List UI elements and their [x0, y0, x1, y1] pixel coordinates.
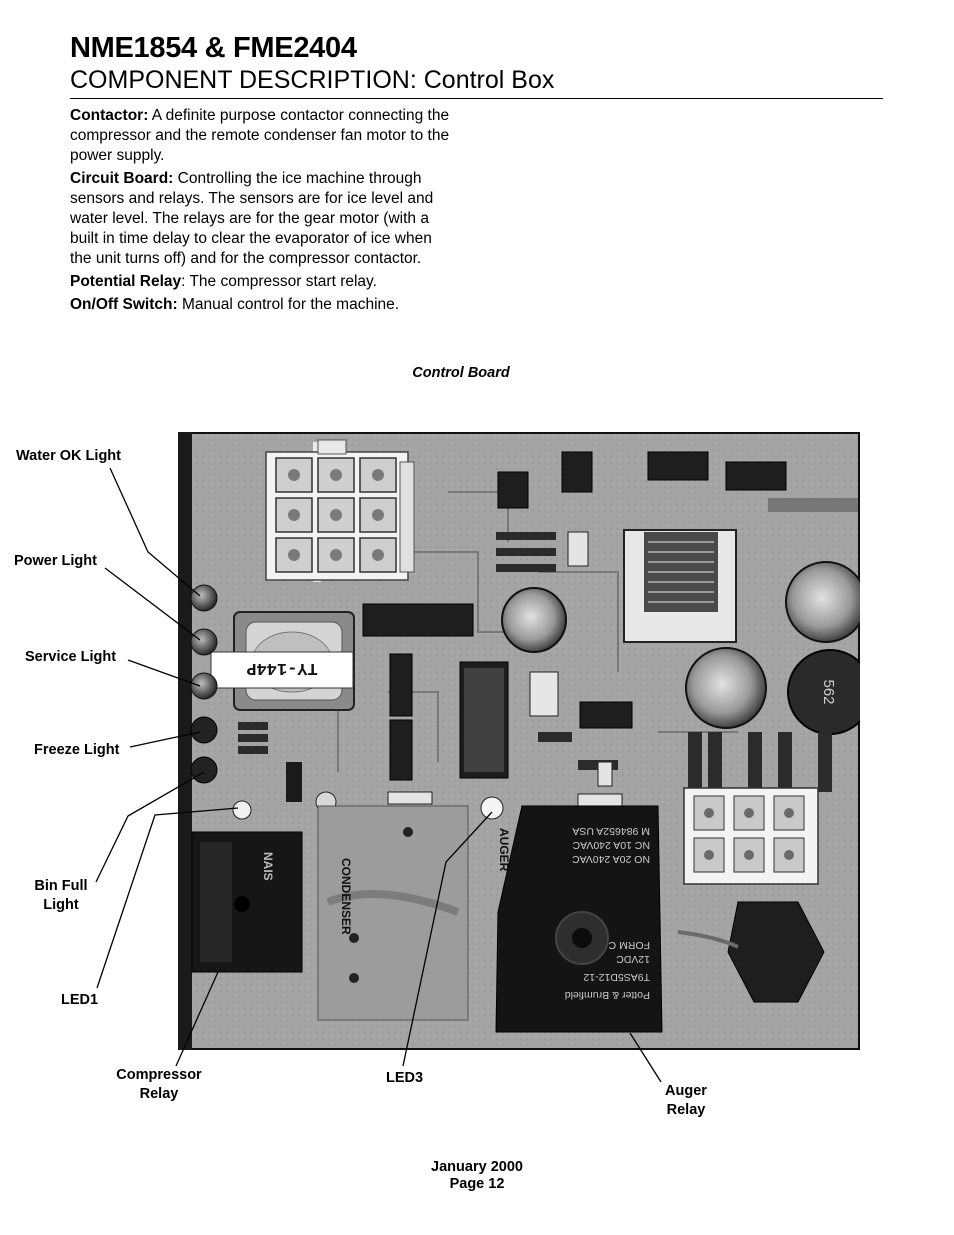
- callout-compressor-line1: Compressor: [116, 1067, 202, 1083]
- callout-bin-full-line1: Bin Full: [34, 878, 88, 894]
- page-title: NME1854 & FME2404: [70, 32, 357, 64]
- callout-freeze-light: Freeze Light: [34, 742, 120, 758]
- compressor-relay-body: NAIS: [191, 831, 303, 973]
- description-potential-relay: Potential Relay: The compressor start re…: [70, 272, 450, 292]
- callout-power-light: Power Light: [14, 553, 97, 569]
- text-onoff-switch: Manual control for the machine.: [177, 296, 400, 313]
- callout-auger-line1: Auger: [665, 1083, 707, 1099]
- callout-auger-line2: Relay: [666, 1102, 706, 1118]
- figure-caption: Control Board: [412, 365, 510, 381]
- relay-model: T9AS5D12-12: [583, 971, 650, 983]
- auger-relay-body: Potter & Brumfield T9AS5D12-12 12VDC FOR…: [495, 805, 663, 1033]
- callout-bin-full-line2: Light: [43, 897, 79, 913]
- callout-led3: LED3: [386, 1070, 424, 1086]
- description-contactor: Contactor: A definite purpose contactor …: [70, 106, 450, 166]
- term-contactor: Contactor:: [70, 107, 149, 124]
- power-led: [190, 628, 218, 656]
- relay-rating-nc: NC 10A 240VAC: [572, 839, 650, 851]
- relay-coil: 12VDC: [616, 953, 650, 965]
- water-ok-led: [190, 584, 218, 612]
- small-components: [238, 498, 858, 813]
- page-footer: January 2000 Page 12: [0, 1159, 954, 1193]
- footer-date: January 2000: [431, 1159, 523, 1175]
- text-contactor: A definite purpose contactor connecting …: [70, 107, 450, 164]
- description-circuit-board: Circuit Board: Controlling the ice machi…: [70, 169, 450, 269]
- nine-pin-connector: [265, 439, 415, 582]
- term-onoff-switch: On/Off Switch:: [70, 296, 178, 313]
- text-circuit-board: Controlling the ice machine through sens…: [70, 170, 434, 267]
- callout-led1: LED1: [61, 992, 99, 1008]
- relay-origin: M 984652A USA: [572, 825, 650, 837]
- freeze-led: [190, 716, 218, 744]
- callout-water-ok-light: Water OK Light: [16, 448, 121, 464]
- relay-brand: Potter & Brumfield: [565, 989, 650, 1001]
- auger-label: AUGER: [497, 828, 511, 872]
- condenser-label: CONDENSER: [339, 858, 353, 935]
- header-rule: [70, 98, 883, 99]
- six-pin-connector: [683, 787, 819, 885]
- term-potential-relay: Potential Relay: [70, 273, 182, 290]
- bin-full-led: [190, 756, 218, 784]
- integrated-circuits: [362, 451, 787, 781]
- callout-compressor-line2: Relay: [139, 1086, 179, 1102]
- page-subtitle: COMPONENT DESCRIPTION: Control Box: [70, 66, 555, 94]
- capacitor-label: 562: [820, 679, 837, 704]
- wire-plug: [677, 901, 825, 1003]
- text-potential-relay: : The compressor start relay.: [181, 273, 377, 290]
- service-led: [190, 672, 218, 700]
- nais-label: NAIS: [261, 852, 275, 881]
- transformer: TY-144P: [210, 611, 355, 711]
- led3: [480, 796, 504, 820]
- electrolytic-capacitors: 562: [501, 561, 860, 735]
- term-circuit-board: Circuit Board:: [70, 170, 174, 187]
- led1: [232, 800, 252, 820]
- transformer-label: TY-144P: [246, 658, 317, 677]
- relay-rating-no: NO 20A 240VAC: [572, 853, 650, 865]
- inductor-coil: [623, 529, 737, 643]
- callout-service-light: Service Light: [25, 649, 117, 665]
- footer-page-number: Page 12: [449, 1176, 505, 1192]
- control-board-photo: TY-144P 562: [178, 432, 860, 1050]
- callout-compressor-relay: Compressor Relay: [110, 1066, 208, 1104]
- relay-form: FORM C: [608, 939, 650, 951]
- callout-bin-full-light: Bin Full Light: [26, 877, 96, 915]
- component-descriptions: Contactor: A definite purpose contactor …: [70, 106, 450, 318]
- description-onoff-switch: On/Off Switch: Manual control for the ma…: [70, 295, 450, 315]
- callout-auger-relay: Auger Relay: [652, 1082, 720, 1120]
